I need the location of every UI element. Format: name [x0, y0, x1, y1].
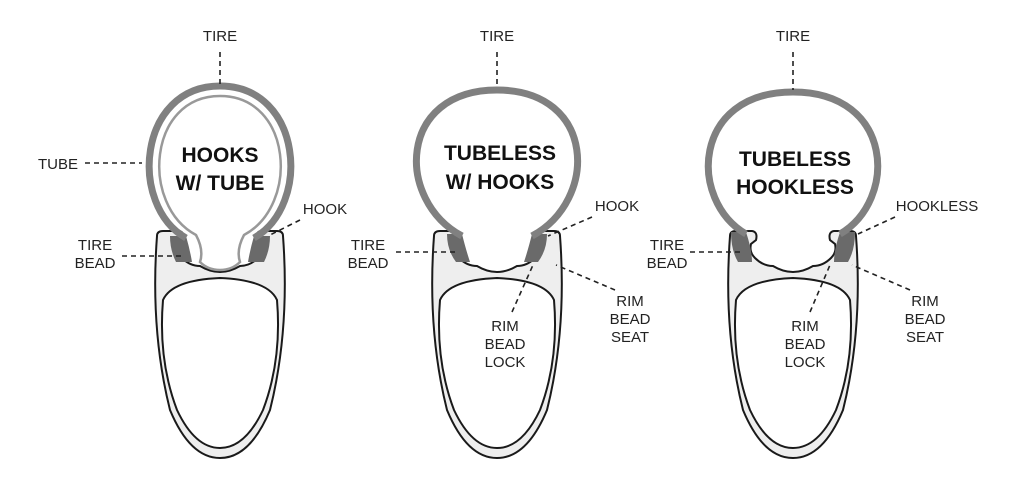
label-tire-bead-1: TIRE	[351, 237, 385, 254]
label-tire-bead-1: TIRE	[78, 237, 112, 254]
tire	[145, 82, 295, 242]
diagram-title-line1: HOOKS	[181, 144, 258, 167]
label-tire-bead-1: TIRE	[650, 237, 684, 254]
tire-bead-right	[524, 234, 547, 262]
label-hookless: HOOKLESS	[896, 198, 979, 215]
label-rim-bead-seat-3: SEAT	[611, 329, 649, 346]
label-rim-bead-seat-2: BEAD	[905, 311, 946, 328]
diagram-title-line2: HOOKLESS	[736, 176, 854, 199]
label-hook: HOOK	[303, 201, 347, 218]
diagram-hooks-with-tube: HOOKS W/ TUBE TIRE TUBE HOOK TIRE BEAD	[38, 28, 347, 459]
label-tire: TIRE	[203, 28, 237, 45]
label-tire: TIRE	[480, 28, 514, 45]
label-tire-bead-2: BEAD	[647, 255, 688, 272]
tube	[158, 94, 282, 272]
tire-bead-left	[731, 232, 752, 262]
label-rim-bead-lock-3: LOCK	[785, 354, 826, 371]
label-rim-bead-lock-1: RIM	[791, 318, 819, 335]
label-rim-bead-lock-2: BEAD	[785, 336, 826, 353]
tire	[704, 88, 882, 238]
rim	[154, 230, 286, 459]
label-tire: TIRE	[776, 28, 810, 45]
label-tire-bead-2: BEAD	[75, 255, 116, 272]
label-rim-bead-seat-1: RIM	[911, 293, 939, 310]
tire	[413, 86, 581, 240]
tire-bead-right	[834, 232, 855, 262]
label-tire-bead-2: BEAD	[348, 255, 389, 272]
diagram-title-line1: TUBELESS	[444, 142, 556, 165]
label-rim-bead-seat-2: BEAD	[610, 311, 651, 328]
label-rim-bead-lock-3: LOCK	[485, 354, 526, 371]
label-rim-bead-seat-3: SEAT	[906, 329, 944, 346]
diagram-title-line2: W/ TUBE	[176, 172, 265, 195]
diagram-title-line1: TUBELESS	[739, 148, 851, 171]
diagram-tubeless-hookless: TUBELESS HOOKLESS TIRE HOOKLESS TIRE BEA…	[647, 28, 979, 459]
label-rim-bead-lock-1: RIM	[491, 318, 519, 335]
label-rim-bead-seat-1: RIM	[616, 293, 644, 310]
diagram-tubeless-with-hooks: TUBELESS W/ HOOKS TIRE HOOK TIRE BEAD RI…	[348, 28, 651, 459]
tire-bead-left	[170, 236, 192, 262]
label-tube: TUBE	[38, 156, 78, 173]
diagram-title-line2: W/ HOOKS	[446, 171, 555, 194]
tire-bead-right	[248, 236, 270, 262]
label-rim-bead-lock-2: BEAD	[485, 336, 526, 353]
tire-bead-left	[447, 234, 470, 262]
label-hook: HOOK	[595, 198, 639, 215]
